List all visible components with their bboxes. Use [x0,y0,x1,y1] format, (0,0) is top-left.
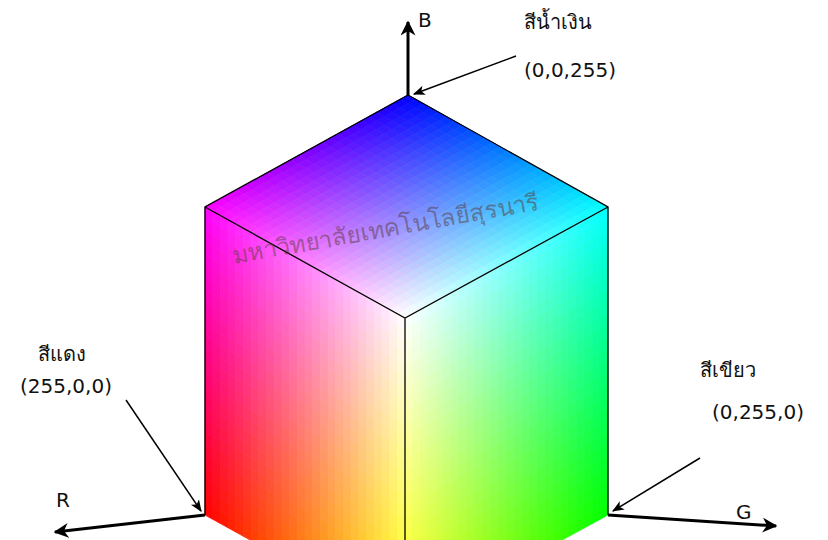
face-patch [491,527,499,540]
face-patch [475,536,483,540]
face-patch [585,512,593,528]
face-patch [228,516,236,532]
face-patch [522,534,530,540]
face-patch [251,529,259,540]
face-patch [421,530,429,540]
face-patch [436,534,444,540]
face-patch [397,539,405,540]
face-patch [460,533,468,540]
leader-lines [126,56,700,511]
face-patch [351,537,359,540]
face-patch [499,535,507,540]
face-patch [507,531,515,540]
color-name: สีเขียว [700,358,756,382]
face-patch [546,533,554,540]
face-patch [390,535,398,540]
face-patch [320,532,328,540]
face-patch [405,539,413,540]
face-patch [428,526,436,540]
face-patch [336,528,344,540]
face-patch [374,526,382,540]
face-patch [313,527,321,540]
face-patch [452,537,460,540]
r-axis [55,515,205,532]
face-patch [297,531,305,540]
axes [55,22,776,532]
color-name: สีแดง [38,342,86,366]
face-patch [213,507,221,523]
face-patch [274,530,282,540]
face-patch [397,527,405,540]
face-patch [600,503,608,519]
face-patch [374,538,382,540]
face-patch [220,512,228,528]
b-axis [407,22,410,95]
cube-faces [205,95,608,540]
face-patch [282,534,290,540]
face-patch [236,520,244,536]
face-patch [405,527,413,540]
face-patch [467,528,475,540]
face-patch [290,538,298,540]
face-patch [205,503,213,519]
face-patch [491,539,499,540]
face-patch [577,516,585,532]
face-patch [592,507,600,523]
face-patch [243,525,251,540]
face-patch [444,529,452,540]
face-patch [382,530,390,540]
face-patch [259,533,267,540]
face-patch [514,538,522,540]
leader-line [414,56,516,94]
face-patch [367,534,375,540]
face-patch [313,539,321,540]
axis-label: R [56,488,70,512]
leader-line [126,400,201,511]
face-patch [359,529,367,540]
face-patch [428,538,436,540]
face-patch [290,526,298,540]
color-name: สีน้ำเงิน [524,10,592,34]
axis-label: G [736,500,752,524]
face-patch [569,520,577,536]
cube-edge [205,95,608,540]
face-patch [514,526,522,540]
watermark: มหาวิทยาลัยเทคโนโลยีสุรนารี [230,188,541,270]
face-patch [328,536,336,540]
rgb-value: (0,0,255) [524,58,616,82]
axis-label: B [418,8,432,32]
face-patch [561,525,569,540]
rgb-value: (0,255,0) [712,400,804,424]
face-patch [267,537,275,540]
face-patch [553,529,561,540]
face-patch [413,535,421,540]
face-patch [538,537,546,540]
face-patch [483,532,491,540]
face-patch [305,535,313,540]
leader-line [613,458,700,511]
face-patch [343,533,351,540]
rgb-value: (255,0,0) [20,374,112,398]
cube-edges [205,95,608,540]
face-patch [530,530,538,540]
